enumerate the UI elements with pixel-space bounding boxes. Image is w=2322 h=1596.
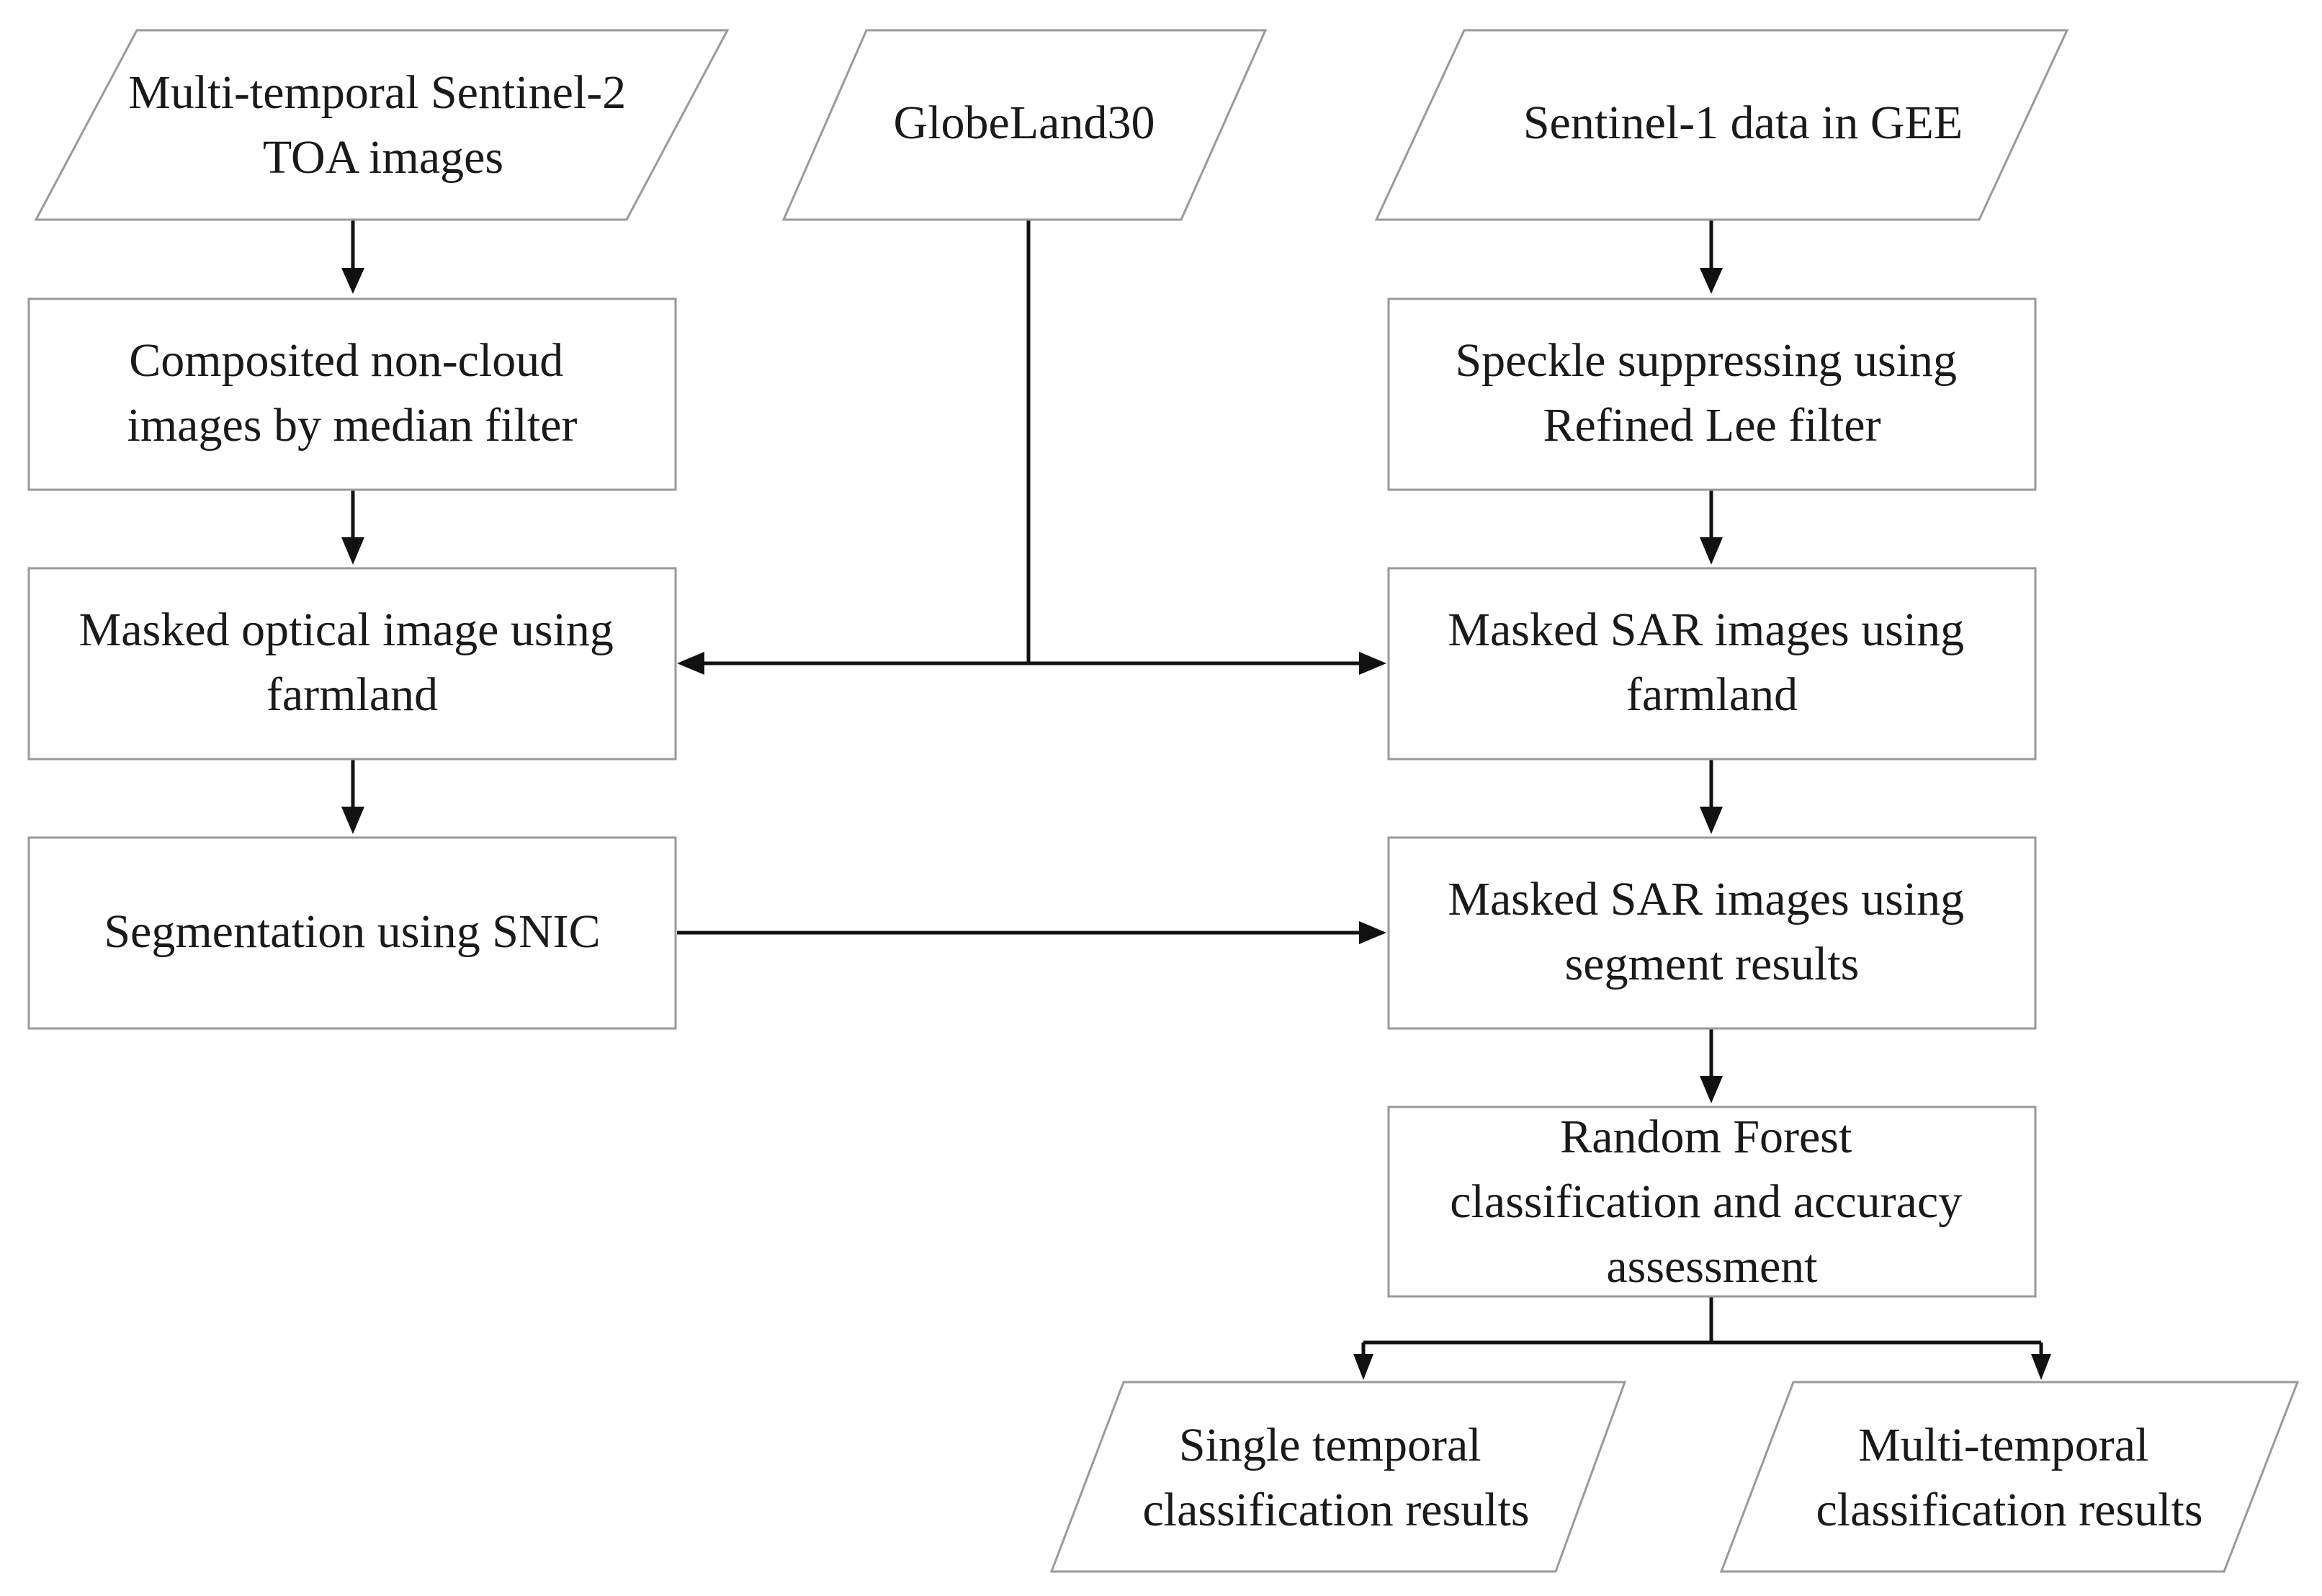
arrowhead-masked-sar-to-segment: [1700, 807, 1723, 834]
arrowhead-segmentation-to-masked-sar-segment: [1359, 921, 1386, 944]
node-multi-results-line-2: classification results: [1816, 1484, 2202, 1536]
node-random-forest-line-2: classification and accuracy: [1450, 1175, 1962, 1228]
svg-text:Masked SAR images using: Masked SAR images using farmland: [1448, 604, 1976, 721]
node-masked-optical-line-1: Masked optical image using: [79, 604, 614, 656]
node-s1-input: Sentinel-1 data in GEE: [1374, 29, 2069, 221]
node-masked-optical: Masked optical image using farmland: [27, 567, 677, 761]
node-single-results: Single temporal classification results: [1049, 1381, 1627, 1573]
process-box: [1387, 836, 2037, 1030]
node-s2-input-line-2: TOA images: [263, 131, 503, 184]
svg-text:Masked SAR images using: Masked SAR images using segment results: [1448, 873, 1976, 990]
node-composited: Composited non-cloud images by median fi…: [27, 297, 677, 491]
node-speckle-line-1: Speckle suppressing using: [1455, 334, 1957, 387]
node-speckle: Speckle suppressing using Refined Lee fi…: [1387, 297, 2037, 491]
svg-text:Single temporal classifi: Single temporal classification results: [1142, 1419, 1529, 1536]
node-random-forest-line-1: Random Forest: [1560, 1111, 1852, 1163]
process-box: [1387, 1106, 2037, 1298]
svg-text:Masked optical image using: Masked optical image using farmland: [79, 604, 626, 721]
svg-text:GlobeLand30: GlobeLand30: [894, 97, 1155, 149]
parallelogram-shape: [1719, 1381, 2300, 1573]
arrowhead-split-left: [1353, 1354, 1373, 1380]
svg-text:Sentinel-1 data in GEE: Sentinel-1 data in GEE: [1523, 97, 1963, 149]
arrowhead-speckle-to-masked-sar: [1700, 537, 1723, 565]
node-random-forest-line-3: assessment: [1606, 1240, 1817, 1293]
node-single-results-line-1: Single temporal: [1179, 1419, 1481, 1471]
parallelogram-shape: [1374, 29, 2069, 221]
arrowhead-masked-optical-to-segmentation: [341, 807, 364, 834]
arrowhead-globeland-left: [677, 652, 704, 675]
node-s2-input: Multi-temporal Sentinel-2 TOA images: [34, 29, 730, 221]
arrowhead-split-right: [2031, 1354, 2051, 1380]
process-box: [1387, 567, 2037, 761]
node-multi-results-line-1: Multi-temporal: [1858, 1419, 2148, 1471]
arrowhead-globeland-right: [1359, 652, 1386, 675]
node-masked-sar-segment-line-2: segment results: [1565, 938, 1860, 990]
node-masked-sar-farmland: Masked SAR images using farmland: [1387, 567, 2037, 761]
parallelogram-shape: [34, 29, 730, 221]
node-composited-line-2: images by median filter: [127, 399, 578, 452]
parallelogram-shape: [781, 29, 1268, 221]
connectors: [341, 220, 2051, 1380]
arrowhead-s1-to-speckle: [1700, 268, 1723, 294]
node-s2-input-line-1: Multi-temporal Sentinel-2: [128, 66, 626, 119]
arrowhead-segment-to-random-forest: [1700, 1076, 1723, 1103]
svg-text:Segmentation using SNIC: Segmentation using SNIC: [104, 905, 600, 958]
node-globeland-line-1: GlobeLand30: [894, 97, 1155, 149]
node-single-results-line-2: classification results: [1142, 1484, 1529, 1536]
svg-text:Multi-temporal classific: Multi-temporal classification results: [1816, 1419, 2202, 1536]
process-box: [27, 836, 677, 1030]
svg-text:Multi-temporal Sentinel-2: Multi-temporal Sentinel-2 TOA images: [128, 66, 638, 184]
node-masked-sar-segment: Masked SAR images using segment results: [1387, 836, 2037, 1030]
node-masked-sar-farmland-line-1: Masked SAR images using: [1448, 604, 1964, 656]
node-composited-line-1: Composited non-cloud: [129, 334, 563, 387]
node-multi-results: Multi-temporal classification results: [1719, 1381, 2300, 1573]
node-speckle-line-2: Refined Lee filter: [1543, 399, 1881, 452]
arrowhead-s2-to-composited: [341, 268, 364, 294]
svg-text:Random Forest classifica: Random Forest classification and accurac…: [1450, 1111, 1973, 1293]
node-segmentation: Segmentation using SNIC: [27, 836, 677, 1030]
process-box: [27, 297, 677, 491]
node-segmentation-line-1: Segmentation using SNIC: [104, 905, 600, 958]
process-box: [27, 567, 677, 761]
node-s1-input-line-1: Sentinel-1 data in GEE: [1523, 97, 1963, 149]
node-masked-sar-segment-line-1: Masked SAR images using: [1448, 873, 1964, 925]
svg-text:Composited non-cloud ima: Composited non-cloud images by median fi…: [127, 334, 578, 452]
parallelogram-shape: [1049, 1381, 1627, 1573]
node-masked-optical-line-2: farmland: [266, 668, 438, 721]
node-masked-sar-farmland-line-2: farmland: [1626, 668, 1798, 721]
svg-text:Speckle suppressing using: Speckle suppressing using Refined Lee fi…: [1455, 334, 1968, 452]
node-random-forest: Random Forest classification and accurac…: [1387, 1106, 2037, 1298]
node-globeland: GlobeLand30: [781, 29, 1268, 221]
arrowhead-composited-to-masked-optical: [341, 537, 364, 565]
process-box: [1387, 297, 2037, 491]
